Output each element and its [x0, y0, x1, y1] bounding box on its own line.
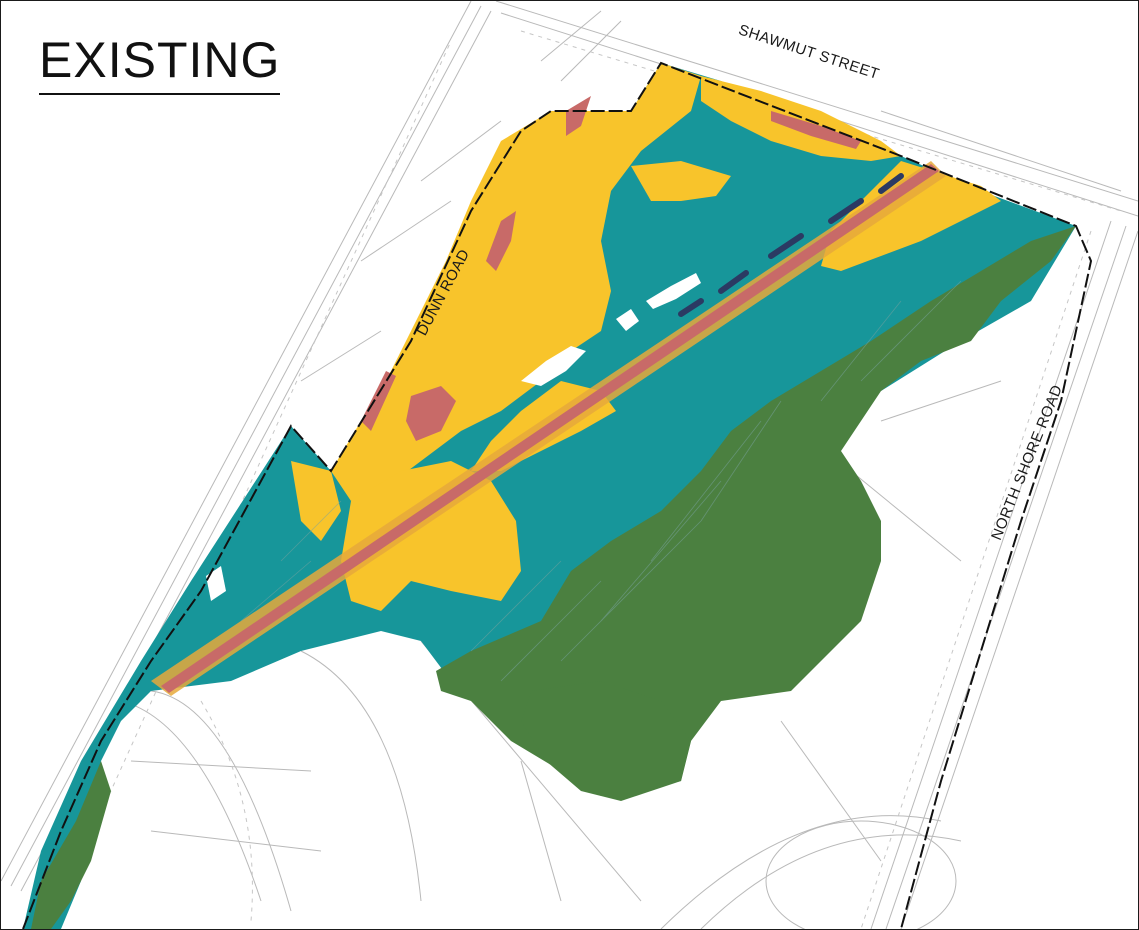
- background-dashes: [60, 30, 1122, 929]
- green-area: [436, 226, 1076, 796]
- yellow-area-center: [341, 461, 521, 611]
- red-patch-1: [406, 386, 456, 441]
- white-void-1: [521, 346, 586, 386]
- white-void-2: [646, 273, 701, 309]
- white-void-3: [616, 309, 639, 331]
- green-area-west: [31, 761, 111, 929]
- site-boundary: [22, 61, 1093, 929]
- yellow-area-east: [821, 161, 1001, 271]
- corridor-red: [161, 164, 939, 693]
- texture-lines: [240, 280, 962, 682]
- red-patch-4: [486, 211, 516, 271]
- teal-area: [23, 63, 1076, 929]
- red-patch-5: [361, 371, 396, 431]
- yellow-area-west: [291, 461, 341, 541]
- page-title: EXISTING: [39, 31, 281, 95]
- corridor-navy-dashes: [678, 173, 904, 317]
- red-patch-3: [771, 111, 861, 149]
- green-area-south: [521, 681, 691, 801]
- yellow-area-patch: [631, 161, 731, 201]
- red-patch-2: [566, 96, 591, 136]
- yellow-area-north: [331, 63, 701, 501]
